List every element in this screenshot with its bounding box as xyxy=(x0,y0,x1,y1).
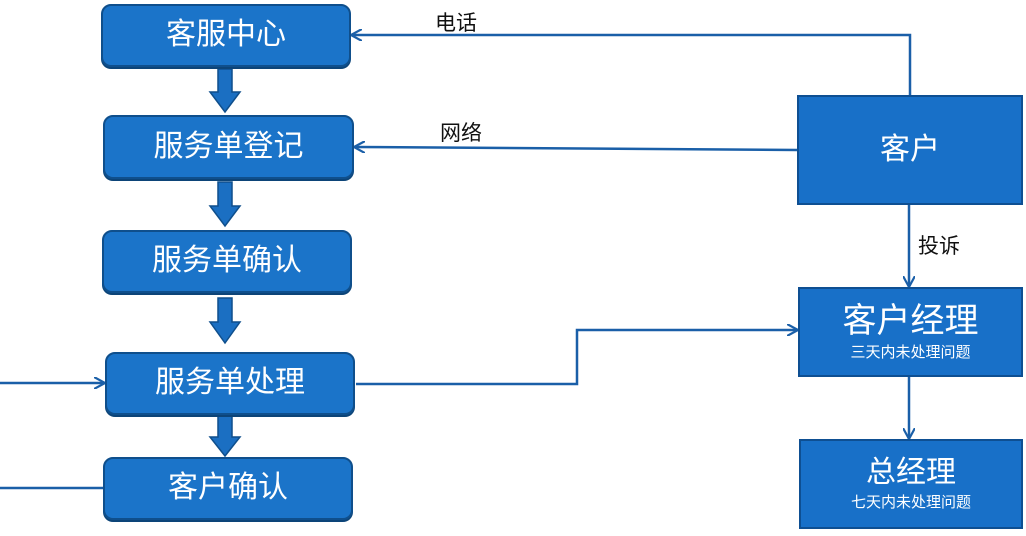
general-manager-label: 总经理 xyxy=(866,455,956,490)
down-arrow-2 xyxy=(208,181,242,228)
general-manager-note: 七天内未处理问题 xyxy=(850,492,971,511)
phone-connector xyxy=(352,35,912,95)
customer-label: 客户 xyxy=(880,131,940,167)
order-confirm-label: 服务单确认 xyxy=(152,243,302,279)
phone-label: 电话 xyxy=(435,11,477,35)
general-manager-node: 总经理 七天内未处理问题 xyxy=(799,439,1023,529)
account-manager-node: 客户经理 三天内未处理问题 xyxy=(798,287,1023,377)
order-confirm-node: 服务单确认 xyxy=(102,230,352,293)
process-to-manager-connector xyxy=(356,330,797,386)
complaint-label: 投诉 xyxy=(918,234,960,258)
order-process-label: 服务单处理 xyxy=(155,365,305,401)
order-process-node: 服务单处理 xyxy=(105,352,355,415)
down-arrow-4 xyxy=(208,415,242,458)
order-register-node: 服务单登记 xyxy=(103,115,354,179)
customer-node: 客户 xyxy=(797,95,1023,205)
service-center-label: 客服中心 xyxy=(166,17,286,53)
network-label: 网络 xyxy=(440,121,482,145)
down-arrow-1 xyxy=(208,68,242,114)
down-arrow-3 xyxy=(208,297,242,345)
service-center-node: 客服中心 xyxy=(101,4,351,67)
account-manager-label: 客户经理 xyxy=(842,300,979,341)
customer-confirm-label: 客户确认 xyxy=(168,470,288,506)
network-connector xyxy=(355,147,799,150)
account-manager-note: 三天内未处理问题 xyxy=(850,342,971,361)
customer-confirm-node: 客户确认 xyxy=(103,457,353,520)
order-register-label: 服务单登记 xyxy=(153,128,304,164)
